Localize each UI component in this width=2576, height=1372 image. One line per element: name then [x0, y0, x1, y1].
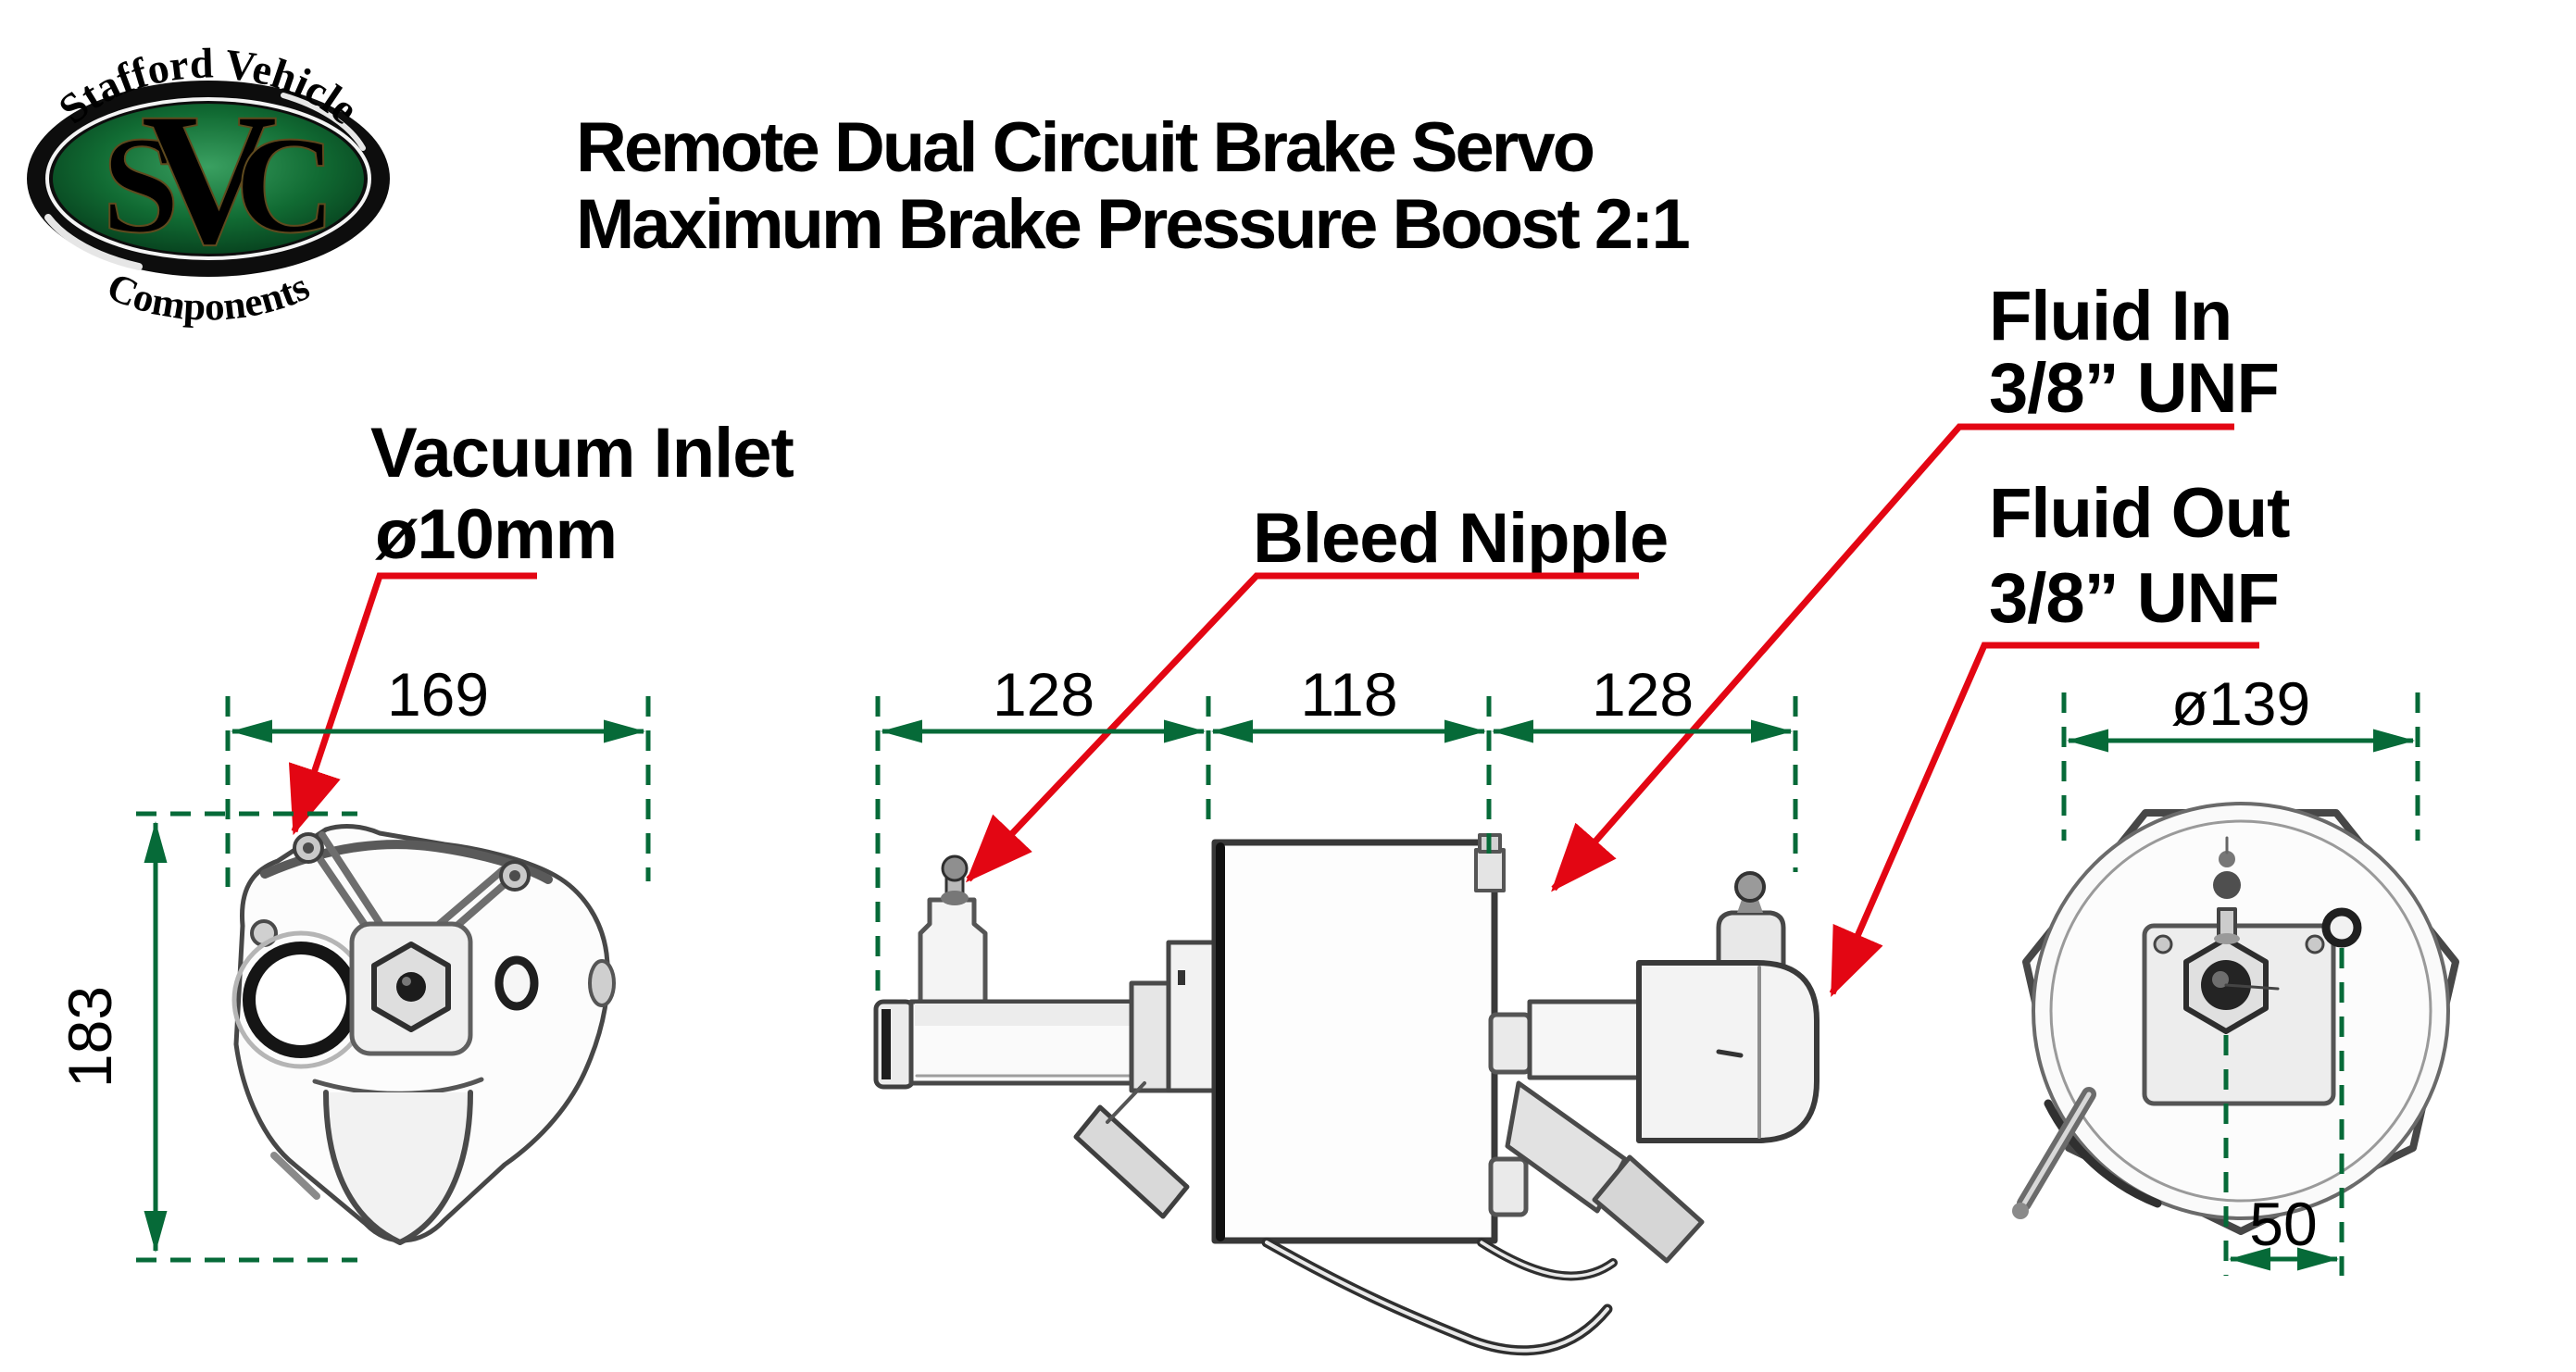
side-view-mid-block-notch	[1178, 970, 1185, 985]
front-view-port-hole	[243, 942, 359, 1058]
side-view-hose-2-inner	[1480, 1241, 1615, 1278]
side-view-bottom-tab	[1488, 1156, 1529, 1217]
side-view-hose	[1261, 1237, 1613, 1356]
dim-128-left-value: 128	[993, 660, 1094, 729]
side-view-canister	[1211, 839, 1498, 1244]
end-view-offset-hole	[2321, 907, 2362, 948]
dim-front-height: 183	[56, 811, 357, 1263]
page-title: Remote Dual Circuit Brake Servo Maximum …	[576, 108, 1692, 264]
side-view-lower-plate-2	[1592, 1154, 1705, 1264]
dim-side-sections: 128 118 128	[875, 660, 1798, 1002]
bleed-nipple-collar	[941, 891, 969, 905]
vacuum-inlet-leader-arrow-icon	[288, 572, 537, 836]
front-view-hex-center-hole	[396, 972, 426, 1002]
logo: Stafford Vehicle S V C Components	[27, 39, 390, 330]
dim-end-offset: 50	[2223, 948, 2345, 1276]
end-view-clip-highlight	[2021, 1091, 2092, 1206]
end-view-plate-bolt-right	[2305, 934, 2325, 954]
logo-ring-gap	[45, 97, 371, 260]
logo-green-field	[53, 104, 364, 254]
dim-end-diameter: ø139	[2061, 669, 2420, 841]
dim-169-value: 169	[387, 660, 489, 729]
bleed-nipple-label: Bleed Nipple	[1253, 499, 1668, 578]
side-view-top-nub	[1474, 848, 1506, 892]
front-view-lug-bolt-left-center	[303, 842, 314, 854]
fluid-in-port-nub	[1734, 871, 1766, 903]
page-title-line2: Maximum Brake Pressure Boost 2:1	[576, 185, 1689, 264]
front-view-lug-bolt-right-center	[509, 870, 520, 881]
dim-50-value: 50	[2249, 1190, 2317, 1258]
vacuum-inlet-label: Vacuum Inlet	[370, 414, 794, 493]
dimension-annotations: 169 183 128 118 128 ø139	[56, 660, 2420, 1276]
end-view-plate-bolt-left	[2153, 934, 2173, 954]
logo-monogram-c: C	[235, 108, 335, 262]
side-view-lower-plate	[1505, 1080, 1628, 1214]
dim-183-value: 183	[56, 986, 124, 1088]
end-view-clip-tip	[2012, 1203, 2029, 1219]
end-view-rim-shadow	[2044, 1099, 2162, 1208]
logo-ring-highlight	[44, 214, 143, 270]
side-view-end-cap-tick	[1716, 1049, 1744, 1058]
side-view-hose-inner	[1265, 1241, 1609, 1353]
logo-monogram-s: S	[102, 108, 179, 262]
end-view-drawing	[2012, 802, 2459, 1235]
logo-ring-highlight-2	[281, 93, 366, 151]
page-title-line1: Remote Dual Circuit Brake Servo	[576, 108, 1594, 187]
bleed-nipple-ball	[941, 854, 969, 882]
front-view-side-hole	[494, 955, 539, 1011]
side-view-bleed-tower	[918, 897, 988, 1004]
end-view-hex-highlight	[2212, 971, 2229, 988]
dim-128-right-value: 128	[1592, 660, 1694, 729]
fluid-out-spec: 3/8” UNF	[1989, 559, 2279, 638]
end-view-stem-collar	[2214, 933, 2240, 944]
dim-118-value: 118	[1300, 660, 1397, 729]
end-view-stem-ball-2	[2219, 851, 2235, 867]
side-view-bracket-link	[1106, 1081, 1146, 1124]
fluid-out-leader-arrow-icon	[1829, 642, 2259, 998]
front-view-right-stub	[588, 959, 616, 1007]
side-view-output-barrel	[1527, 999, 1644, 1080]
dim-139-value: ø139	[2171, 669, 2310, 738]
front-view-drawing	[231, 824, 616, 1245]
vacuum-inlet-spec: ø10mm	[375, 495, 617, 574]
fluid-in-label: Fluid In	[1989, 277, 2232, 355]
front-view-hex-highlight	[402, 977, 411, 986]
front-view-bottom-cup	[323, 1090, 473, 1245]
side-view-left-end-edge	[882, 1009, 891, 1079]
fluid-out-label: Fluid Out	[1989, 474, 2290, 553]
end-view-stem-ball	[2213, 871, 2241, 899]
dim-front-width: 169	[225, 660, 651, 887]
logo-monogram-v: V	[141, 74, 278, 284]
side-view-mid-block	[1166, 940, 1219, 1093]
side-view-drawing	[873, 833, 1819, 1356]
side-view-tilted-bracket	[1073, 1104, 1190, 1219]
fluid-in-spec: 3/8” UNF	[1989, 349, 2279, 428]
callout-labels: Vacuum Inlet ø10mm Bleed Nipple Fluid In…	[370, 277, 2291, 638]
end-view-hex-tick	[2224, 983, 2280, 991]
front-view-accent-line	[270, 1152, 320, 1200]
bleed-nipple-leader-arrow-icon	[965, 572, 1639, 883]
side-view-mid-tab	[1488, 1012, 1532, 1075]
